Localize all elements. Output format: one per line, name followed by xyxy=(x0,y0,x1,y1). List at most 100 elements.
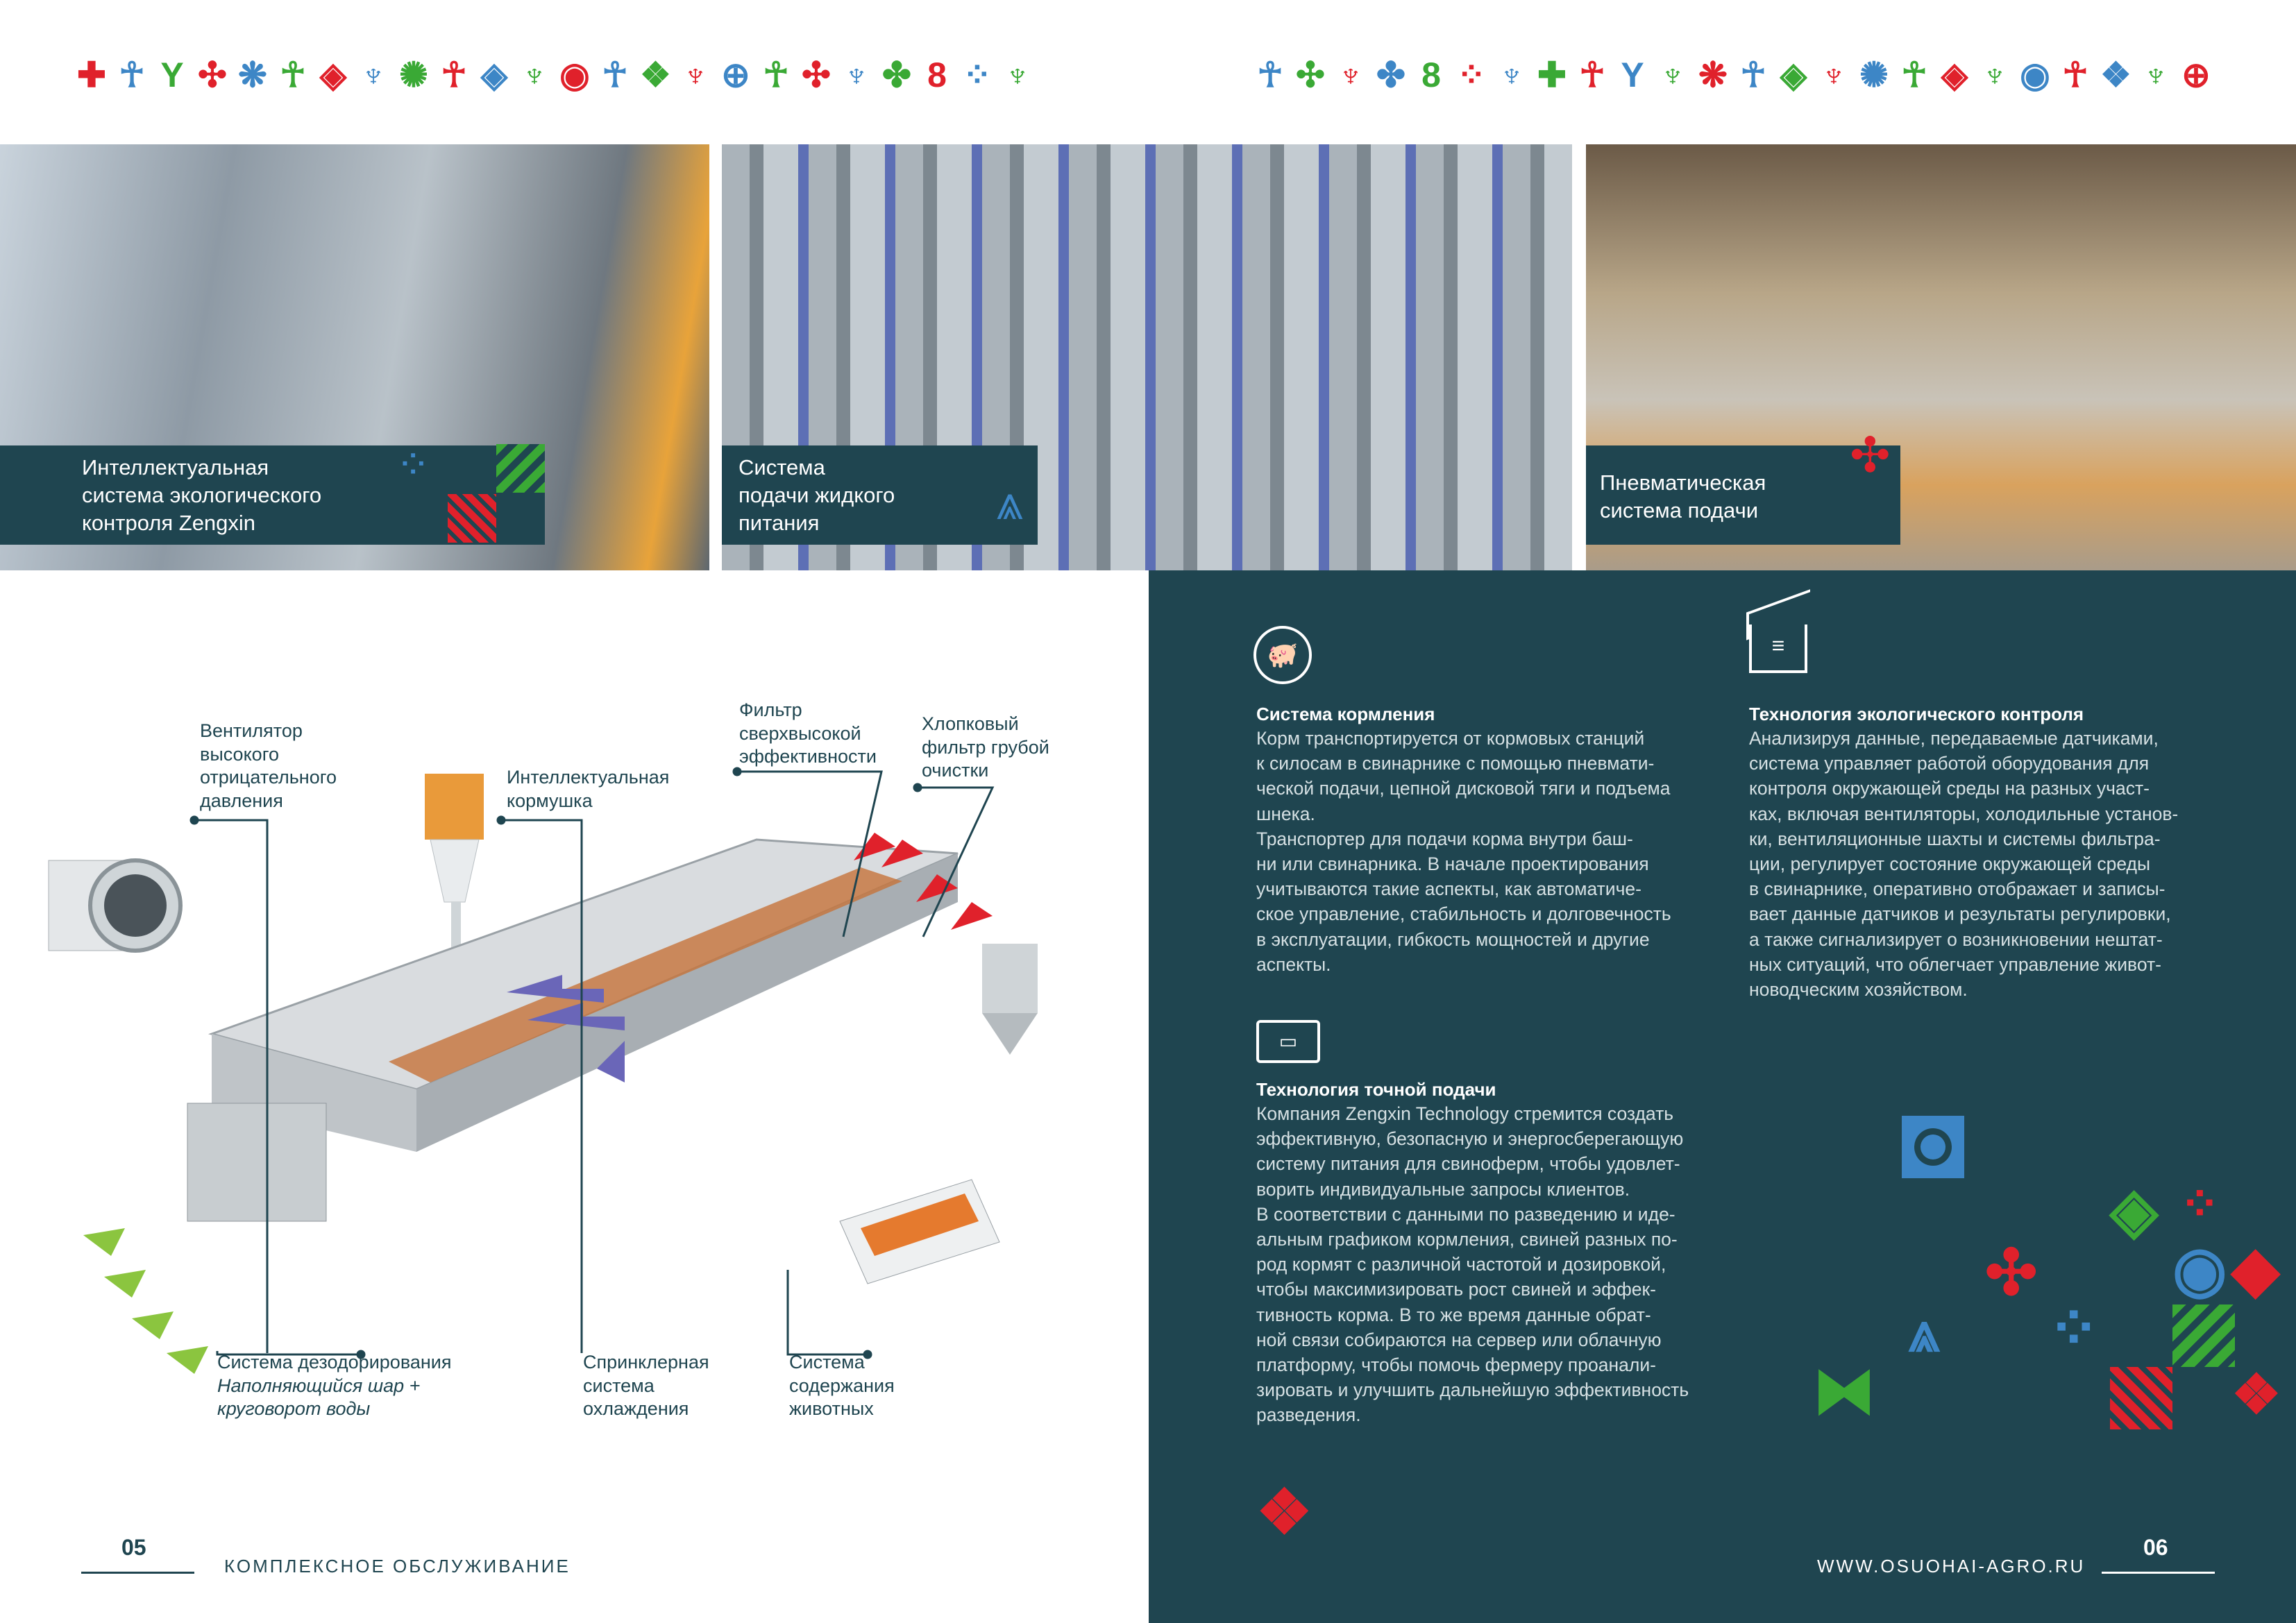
caption-liquid-feeding: Система подачи жидкого питания ⩓ xyxy=(722,445,1038,545)
ornament-glyph-icon: ☥ xyxy=(1740,56,1766,94)
ornament-glyph-icon: ☥ xyxy=(119,56,145,94)
ornament-glyph-icon: ✣ xyxy=(802,56,831,94)
ornament-glyph-icon: ⁘ xyxy=(963,56,992,94)
ornament-glyph-icon: ❋ xyxy=(238,56,267,94)
red-cross-diamond-icon: ❖ xyxy=(1256,1478,1312,1547)
pig-house-diagram xyxy=(48,767,1038,1374)
ornament-row-right: ☥✣♆✤8⁘♆✚☥Y♆❋☥◈♆✺☥◈♆◉☥❖♆⊕ xyxy=(1255,54,2211,96)
exhaust-arrows-icon xyxy=(83,1228,208,1374)
stripes-ornament-icon xyxy=(2172,1305,2235,1367)
pig-house-wall xyxy=(212,1034,416,1152)
ornament-glyph-icon: ♆ xyxy=(1821,56,1847,94)
ornament-glyph-icon: ☥ xyxy=(280,56,306,94)
deodor-title: Система дезодорирования xyxy=(217,1352,452,1373)
rings-ornament-icon: ⁘ xyxy=(2179,1177,2220,1231)
ornament-glyph-icon: ☥ xyxy=(602,56,628,94)
caption-eco-control: Интеллектуальная система экологического … xyxy=(0,441,545,545)
ornament-glyph-icon: ♆ xyxy=(360,56,387,94)
caption-text: Система подачи жидкого питания xyxy=(738,455,895,535)
ornament-glyph-icon: ✚ xyxy=(77,56,106,94)
ornament-glyph-icon: ♆ xyxy=(1337,56,1364,94)
ornament-glyph-icon: ✺ xyxy=(1859,56,1889,94)
pig-cycle-icon: 🐖 xyxy=(1253,626,1312,684)
flower-ornament-icon: ✣ xyxy=(1850,428,1891,482)
section-title: Система кормления xyxy=(1256,704,1435,724)
ornament-glyph-icon: ✤ xyxy=(882,56,911,94)
ring-ornament-icon xyxy=(1902,1116,1964,1178)
pen-image xyxy=(839,1179,1000,1284)
label-housing: Система содержания животных xyxy=(789,1352,895,1419)
ornament-glyph-icon: ♆ xyxy=(1499,56,1525,94)
label-sprinkler: Спринклерная система охлаждения xyxy=(583,1352,709,1419)
ornament-glyph-icon: ♆ xyxy=(1004,56,1031,94)
ornament-glyph-icon: ◉ xyxy=(2020,56,2050,94)
ornament-glyph-icon: Y xyxy=(1621,56,1644,94)
deodor-sub: Наполняющийся шар + круговорот воды xyxy=(217,1375,421,1420)
dots-ornament-icon: ⁘ xyxy=(2048,1294,2100,1363)
dots-ornament-icon: ⁘ xyxy=(396,441,431,488)
label-cotton-filter: Хлопковый фильтр грубой очистки xyxy=(922,713,1049,781)
stripes-ornament-icon xyxy=(496,444,545,493)
ornament-row-left: ✚☥Y✣❋☥◈♆✺☥◈♆◉☥❖♆⊕☥✣♆✤8⁘♆ xyxy=(76,54,1033,96)
ornament-glyph-icon: ♆ xyxy=(2143,56,2169,94)
ornament-glyph-icon: ◈ xyxy=(1941,56,1968,94)
ornament-glyph-icon: 8 xyxy=(927,56,947,94)
section-title: Технология точной подачи xyxy=(1256,1079,1496,1100)
triangles-ornament-icon xyxy=(448,494,496,543)
ornament-glyph-icon: ✤ xyxy=(1376,56,1406,94)
ornament-glyph-icon: ♆ xyxy=(843,56,870,94)
ornament-glyph-icon: ✚ xyxy=(1537,56,1567,94)
section-text: Компания Zengxin Technology стремится со… xyxy=(1256,1103,1689,1426)
triangle-ornament-icon: ⩓ xyxy=(1909,1301,1941,1363)
pig-house-side xyxy=(416,853,958,1152)
house-icon: ≡ xyxy=(1746,589,1810,673)
deodor-unit xyxy=(187,1103,327,1222)
ornament-glyph-icon: Y xyxy=(160,56,184,94)
triangle-ornament-icon: ⩓ xyxy=(996,475,1024,529)
pens xyxy=(389,867,902,1082)
caption-text: Интеллектуальная система экологического … xyxy=(82,455,322,535)
airflow-arrows-icon xyxy=(507,975,625,1082)
ornament-glyph-icon: ☥ xyxy=(2062,56,2088,94)
label-feeder: Интеллектуальная кормушка xyxy=(507,767,670,811)
ornament-glyph-icon: ♆ xyxy=(521,56,548,94)
label-fan: Вентилятор высокого отрицательного давле… xyxy=(200,720,337,811)
ornament-glyph-icon: 8 xyxy=(1421,56,1441,94)
silo-image xyxy=(982,944,1038,1055)
wheel-ornament-icon: ◉ xyxy=(2172,1235,2227,1305)
fan-image xyxy=(48,858,183,953)
ornament-glyph-icon: ☥ xyxy=(1257,56,1283,94)
ornament-glyph-icon: ☥ xyxy=(763,56,789,94)
ornament-glyph-icon: ❖ xyxy=(2100,56,2132,94)
ornament-glyph-icon: ☥ xyxy=(1901,56,1927,94)
footer-website-link[interactable]: WWW.OSUOHAI-AGRO.RU xyxy=(1817,1556,2086,1577)
flower-ornament-icon: ✣ xyxy=(1985,1239,2038,1308)
intake-arrows-icon xyxy=(854,833,993,930)
ornament-glyph-icon: ⁘ xyxy=(1457,56,1486,94)
ornament-glyph-icon: ♆ xyxy=(1660,56,1686,94)
triangles-ornament-icon xyxy=(2110,1367,2172,1429)
ornament-glyph-icon: ◉ xyxy=(559,56,590,94)
page-number-right: 06 xyxy=(2143,1535,2168,1560)
ornament-glyph-icon: ♆ xyxy=(1982,56,2008,94)
red-diamond-icon: ◆ xyxy=(2231,1235,2280,1305)
ornament-glyph-icon: ◈ xyxy=(319,56,347,94)
page-number-left: 05 xyxy=(121,1535,146,1560)
red-cross-diamond-icon: ❖ xyxy=(2231,1363,2281,1425)
ornament-glyph-icon: ❋ xyxy=(1698,56,1728,94)
ornament-glyph-icon: ✣ xyxy=(198,56,227,94)
footer-section-title: КОМПЛЕКСНОЕ ОБСЛУЖИВАНИЕ xyxy=(224,1556,571,1577)
ornament-glyph-icon: ♆ xyxy=(682,56,709,94)
ornament-glyph-icon: ⊕ xyxy=(721,56,750,94)
underline-left xyxy=(81,1572,194,1574)
section-text: Корм транспортируется от кормовых станци… xyxy=(1256,728,1671,975)
section-text: Анализируя данные, передаваемые датчикам… xyxy=(1749,728,2179,1001)
caption-text: Пневматическая система подачи xyxy=(1600,470,1766,522)
leader-lines xyxy=(189,767,995,1359)
ornament-glyph-icon: ☥ xyxy=(1579,56,1605,94)
ornament-glyph-icon: ◈ xyxy=(480,56,508,94)
